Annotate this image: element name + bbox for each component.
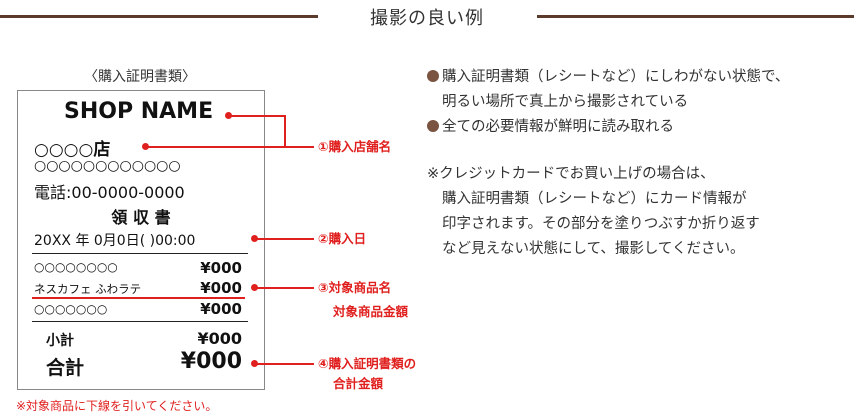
credit-note-line: 印字されます。その部分を塗りつぶすか折り返す bbox=[442, 216, 760, 232]
callout-item-name: ③対象商品名 bbox=[318, 280, 392, 295]
guideline-bullet: 全ての必要情報が鮮明に読み取れる bbox=[427, 117, 674, 137]
marker-dot bbox=[225, 112, 232, 119]
marker-dot bbox=[142, 143, 149, 150]
receipt-shop-name: SHOP NAME bbox=[64, 99, 214, 124]
receipt-address: ○○○○○○○○○○○○ bbox=[34, 158, 181, 174]
receipt-target-item-price: ¥000 bbox=[200, 279, 242, 297]
header-rule-left bbox=[0, 15, 318, 18]
receipt-total-label: 合計 bbox=[46, 357, 85, 379]
header-rule-right bbox=[537, 15, 854, 18]
underline-note: ※対象商品に下線を引いてください。 bbox=[16, 399, 218, 413]
receipt-date: 20XX 年 0月0日( )00:00 bbox=[34, 233, 196, 249]
callout-purchase-date: ②購入日 bbox=[318, 231, 367, 246]
marker-dot bbox=[251, 360, 258, 367]
guideline-bullet: 購入証明書類（レシートなど）にしわがない状態で、 bbox=[427, 67, 789, 87]
credit-note-line: など見えない状態にして、撮影してください。 bbox=[442, 241, 745, 257]
bullet-icon bbox=[427, 120, 439, 132]
marker-dot bbox=[251, 284, 258, 291]
receipt-divider bbox=[32, 321, 248, 322]
marker-dot bbox=[251, 235, 258, 242]
receipt-subtotal-label: 小計 bbox=[46, 333, 74, 349]
receipt-phone: 電話:00-0000-0000 bbox=[34, 183, 185, 202]
connector-line bbox=[231, 115, 286, 117]
receipt-doc-title: 領 収 書 bbox=[111, 208, 171, 227]
receipt-divider bbox=[32, 253, 248, 254]
receipt-caption: 〈購入証明書類〉 bbox=[84, 69, 196, 85]
receipt-item-price: ¥000 bbox=[200, 259, 242, 277]
receipt-branch: ○○○○店 bbox=[34, 140, 111, 160]
bullet-icon bbox=[427, 70, 439, 82]
sample-receipt: SHOP NAME ○○○○店 ○○○○○○○○○○○○ 電話:00-0000-… bbox=[17, 90, 265, 390]
receipt-subtotal-value: ¥000 bbox=[197, 329, 242, 348]
connector-line bbox=[284, 115, 286, 147]
receipt-item-price: ¥000 bbox=[200, 300, 242, 318]
callout-item-amount: 対象商品金額 bbox=[333, 304, 409, 319]
guideline-bullet-cont: 明るい場所で真上から撮影されている bbox=[442, 94, 689, 110]
target-item-underline bbox=[32, 297, 245, 299]
connector-line bbox=[257, 238, 314, 240]
callout-doc-total-2: 合計金額 bbox=[333, 376, 384, 391]
receipt-item-name: ○○○○○○○○ bbox=[34, 260, 118, 274]
callout-doc-total: ④購入証明書類の bbox=[318, 356, 417, 371]
connector-line bbox=[257, 363, 314, 365]
credit-note-line: 購入証明書類（レシートなど）にカード情報が bbox=[442, 191, 747, 207]
receipt-total-value: ¥000 bbox=[180, 349, 242, 374]
receipt-target-item-name: ネスカフェ ふわラテ bbox=[34, 282, 142, 296]
callout-store-name: ①購入店舗名 bbox=[318, 139, 392, 154]
header-title: 撮影の良い例 bbox=[370, 8, 484, 29]
receipt-item-name: ○○○○○○○ bbox=[34, 302, 108, 316]
connector-line bbox=[257, 287, 314, 289]
credit-note-line: ※クレジットカードでお買い上げの場合は、 bbox=[427, 166, 715, 182]
connector-line bbox=[148, 146, 314, 148]
